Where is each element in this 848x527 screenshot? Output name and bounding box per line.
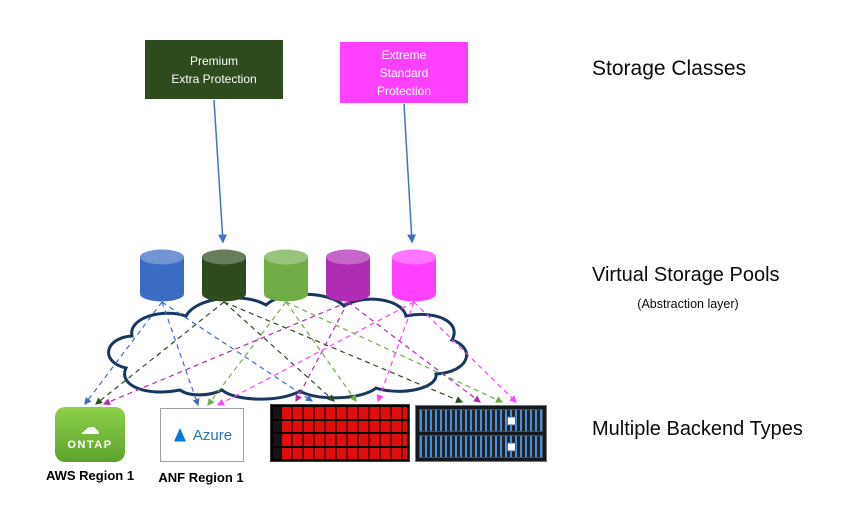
storage-pool-cylinder-2 [202, 249, 246, 302]
pool-backend-link [216, 301, 415, 406]
ontap-backend-icon: ☁ ONTAP [55, 407, 125, 462]
pool-backend-link [285, 301, 504, 403]
storage-class-extreme-box: Extreme Standard Protection [340, 42, 468, 103]
pool-backend-link [102, 301, 349, 406]
storage-pool-cylinder-5 [392, 249, 436, 302]
azure-backend-icon: Azure [160, 408, 244, 462]
cylinder-top-highlight [202, 249, 246, 265]
cylinder-top [140, 249, 184, 265]
disk-shelf-row [419, 435, 543, 458]
pool-backend-link [84, 301, 163, 405]
pool-backend-link [295, 301, 349, 403]
multiple-backend-types-label: Multiple Backend Types [592, 418, 803, 440]
pool-backend-link [207, 301, 287, 406]
cylinder-top [392, 249, 436, 265]
cylinder-top [202, 249, 246, 265]
virtual-storage-pools-label: Virtual Storage Pools [592, 264, 780, 286]
storage-class-premium-label: Premium Extra Protection [171, 53, 257, 86]
storage-pool-cylinder-4 [326, 249, 370, 302]
arrow-extreme-to-pool [403, 103, 417, 244]
disk-shelf-row [273, 407, 407, 419]
red-storage-array-image [270, 404, 410, 462]
pool-backend-links [84, 301, 517, 407]
pool-backend-link [413, 301, 517, 403]
abstraction-layer-label: (Abstraction layer) [637, 297, 739, 311]
pool-backend-link [95, 301, 225, 405]
storage-class-extreme-label: Extreme Standard Protection [376, 47, 432, 98]
storage-class-premium-box: Premium Extra Protection [145, 40, 283, 99]
pool-backend-link [223, 301, 464, 403]
storage-pool-cylinder-3 [264, 249, 308, 302]
azure-label: Azure [192, 426, 233, 444]
cylinder-top [326, 249, 370, 265]
netapp-logo-badge [507, 442, 516, 451]
cylinder-top-highlight [392, 249, 436, 265]
pool-backend-link [161, 301, 200, 407]
netapp-logo-badge [507, 416, 516, 425]
pool-backend-link [161, 301, 314, 402]
ontap-label: ONTAP [67, 439, 113, 451]
cylinder-top-highlight [326, 249, 370, 265]
arrow-premium-to-pool [213, 99, 228, 244]
cylinder-top-highlight [264, 249, 308, 265]
pool-backend-link [223, 301, 335, 402]
abstraction-cloud [107, 292, 469, 401]
pool-backend-link [285, 301, 357, 402]
pool-backend-link [347, 301, 481, 403]
cloud-icon: ☁ [80, 417, 100, 439]
disk-shelf-row [273, 420, 407, 432]
cylinder-top [264, 249, 308, 265]
anf-region-label: ANF Region 1 [158, 470, 244, 485]
disk-shelf-row [419, 409, 543, 432]
disk-shelf-row [273, 447, 407, 459]
aws-region-label: AWS Region 1 [45, 468, 135, 483]
cylinder-top-highlight [140, 249, 184, 265]
netapp-storage-array-image [415, 405, 547, 462]
storage-classes-label: Storage Classes [592, 57, 747, 80]
disk-shelf-row [273, 434, 407, 446]
storage-pool-cylinder-1 [140, 249, 184, 302]
azure-logo-icon [173, 428, 186, 442]
